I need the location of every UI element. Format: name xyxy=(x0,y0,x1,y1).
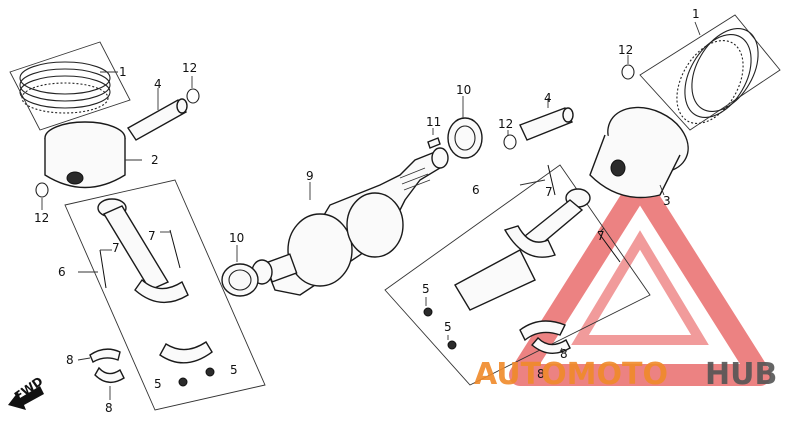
callout-5-d: 5 xyxy=(444,320,452,334)
callout-12-a: 12 xyxy=(182,61,197,75)
connecting-rod-right xyxy=(384,164,651,386)
circlip-right-lower xyxy=(503,130,517,150)
crankshaft xyxy=(251,147,449,296)
callout-7-b: 7 xyxy=(148,229,156,243)
callout-12-b: 12 xyxy=(34,211,49,225)
piston-left xyxy=(44,121,142,189)
oil-seal-left xyxy=(221,245,259,297)
oil-seal-right xyxy=(447,96,483,159)
callout-4-right: 4 xyxy=(544,91,552,105)
callout-5-c: 5 xyxy=(422,282,430,296)
bearing-shell-left-b xyxy=(94,366,125,400)
callout-9: 9 xyxy=(306,169,314,183)
callout-7-a: 7 xyxy=(112,241,120,255)
callout-8-b: 8 xyxy=(105,401,113,415)
rod-cap-left xyxy=(159,341,215,387)
bearing-shell-right-a xyxy=(519,320,566,342)
watermark-brand-hub: HUB xyxy=(705,357,777,392)
callout-7-d: 7 xyxy=(597,229,605,243)
callout-8-c: 8 xyxy=(560,347,568,361)
callout-7-c: 7 xyxy=(545,185,553,199)
piston-right xyxy=(589,106,689,199)
circlip-left-upper xyxy=(186,76,200,104)
callout-6-right: 6 xyxy=(472,183,480,197)
nut-right-a xyxy=(423,297,433,317)
watermark-logo xyxy=(509,174,771,386)
watermark-brand-automoto: AUTOMOTO xyxy=(474,357,668,392)
piston-pin-left xyxy=(126,88,188,141)
callout-8-d: 8 xyxy=(537,367,545,381)
callout-5-b: 5 xyxy=(230,363,238,377)
piston-pin-right xyxy=(519,98,574,141)
callout-12-d: 12 xyxy=(618,43,633,57)
callout-6-left: 6 xyxy=(58,265,66,279)
nut-right-b xyxy=(447,335,457,350)
bearing-shell-left-a xyxy=(77,348,121,364)
callout-10-right: 10 xyxy=(456,83,471,97)
circlip-left-lower xyxy=(35,182,49,210)
watermark-text: AUTOMOTO HUB xyxy=(474,357,777,392)
connecting-rod-left xyxy=(64,179,266,411)
fwd-arrow xyxy=(8,386,44,410)
callout-11: 11 xyxy=(426,115,441,129)
bearing-shell-right-b xyxy=(531,336,571,354)
callout-1-right: 1 xyxy=(692,7,700,21)
piston-ring-set-left xyxy=(9,41,131,131)
callout-8-a: 8 xyxy=(66,353,74,367)
callout-5-a: 5 xyxy=(154,377,162,391)
callout-4-left: 4 xyxy=(154,77,162,91)
callout-1-left: 1 xyxy=(119,65,127,79)
woodruff-key xyxy=(427,128,441,149)
callout-10-left: 10 xyxy=(229,231,244,245)
piston-ring-set-right xyxy=(639,14,781,131)
callout-12-c: 12 xyxy=(498,117,513,131)
circlip-right-upper xyxy=(621,55,635,80)
callout-3: 3 xyxy=(663,194,671,208)
callout-2: 2 xyxy=(151,153,159,167)
